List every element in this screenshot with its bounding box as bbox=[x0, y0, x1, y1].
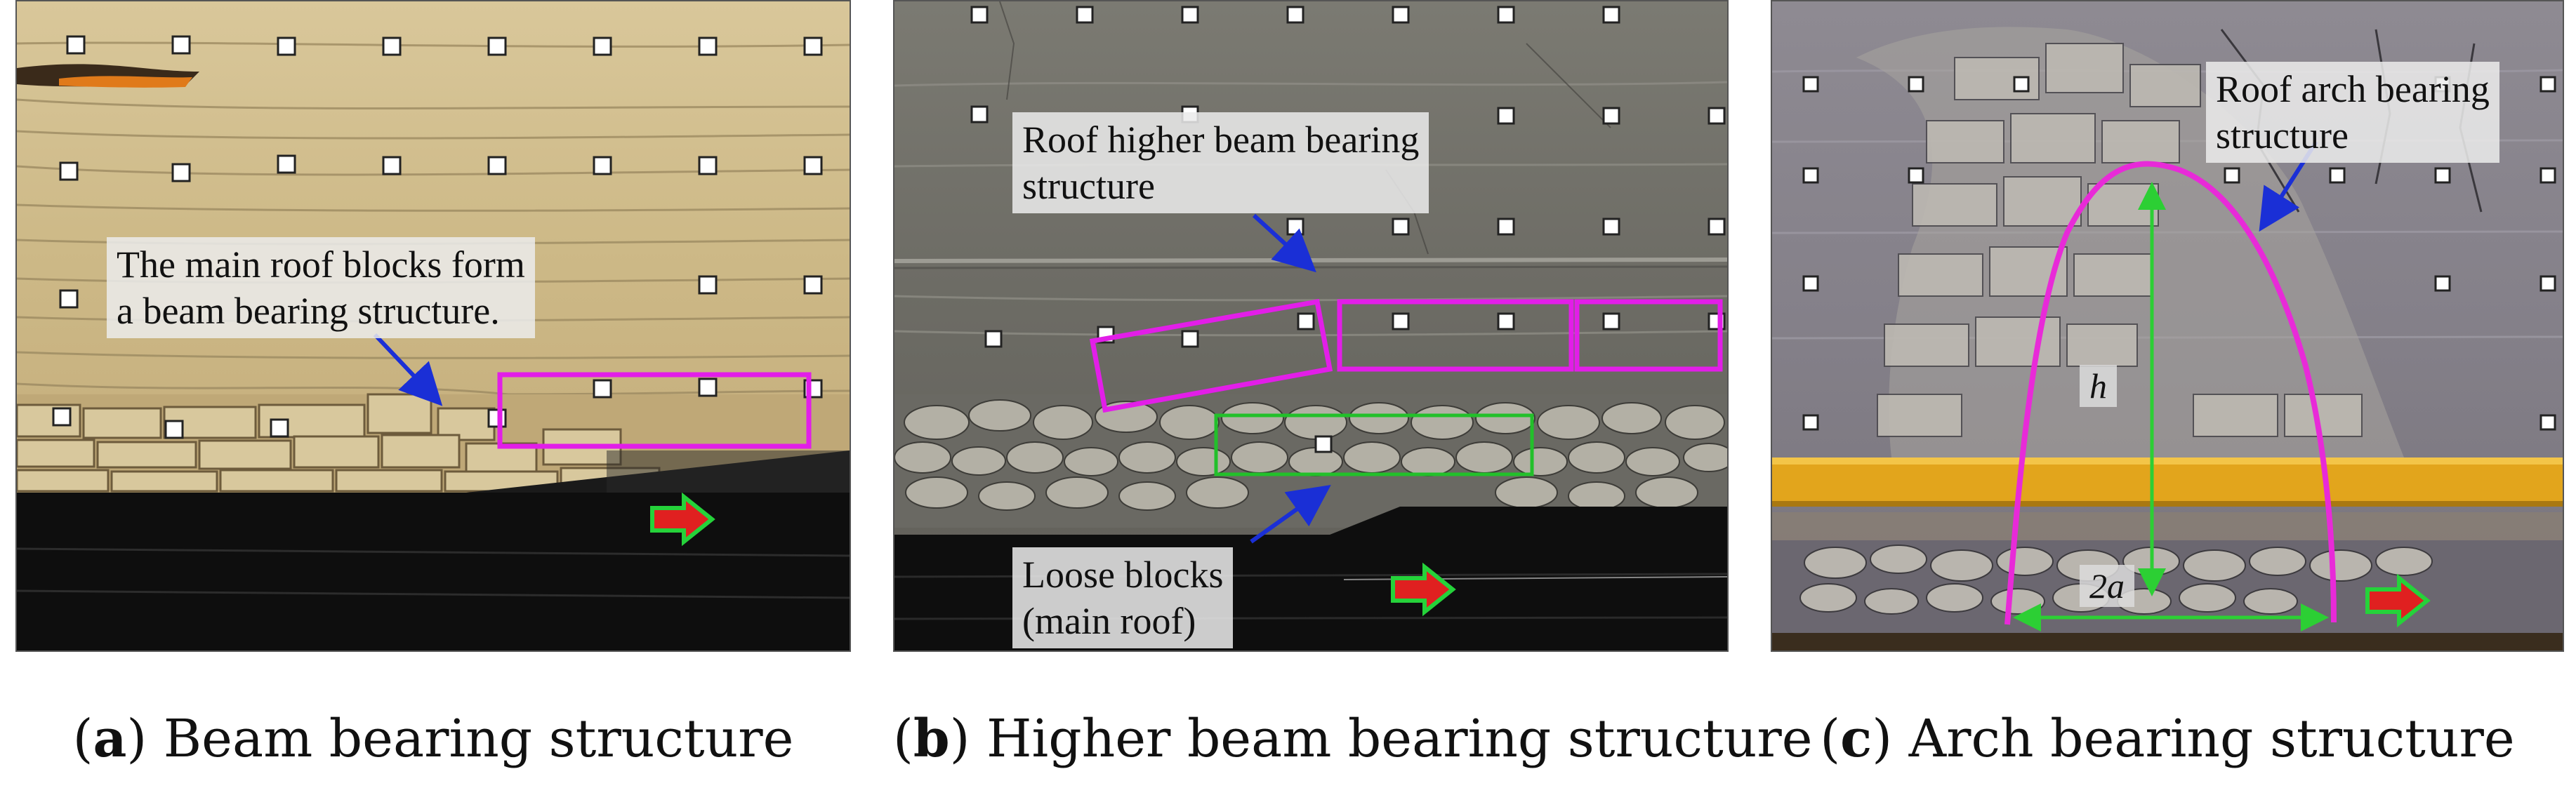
panel-b-label-top: Roof higher beam bearing structure bbox=[1012, 112, 1429, 213]
panel-b-blue-arrow-bottom bbox=[1250, 485, 1331, 544]
panel-b-blue-arrow-top bbox=[1252, 213, 1316, 273]
panel-c-photo bbox=[1771, 0, 2564, 652]
panel-b-loose-highlight bbox=[1214, 413, 1534, 476]
panel-a-label: The main roof blocks form a beam bearing… bbox=[107, 237, 535, 338]
panel-c-arch-curve bbox=[2004, 161, 2337, 625]
panel-b: Roof higher beam bearing structure Loose… bbox=[893, 0, 1813, 795]
panel-a: The main roof blocks form a beam bearing… bbox=[15, 0, 851, 795]
panel-b-caption: (b) Higher beam bearing structure bbox=[893, 709, 1813, 769]
panel-c-direction-arrow bbox=[2365, 573, 2431, 628]
panel-b-photo-svg bbox=[894, 1, 1727, 650]
panel-a-direction-arrow bbox=[650, 492, 715, 547]
panel-c-var-h: h bbox=[2080, 365, 2117, 407]
panel-a-beam-highlight bbox=[497, 372, 812, 449]
panel-b-label-bottom: Loose blocks (main roof) bbox=[1012, 547, 1234, 648]
panel-b-photo bbox=[893, 0, 1729, 652]
panel-c: Roof arch bearing structure h 2a (c) Arc… bbox=[1771, 0, 2564, 795]
panel-b-direction-arrow bbox=[1391, 562, 1456, 617]
panel-a-caption: (a) Beam bearing structure bbox=[72, 709, 794, 769]
panel-c-var-2a: 2a bbox=[2080, 565, 2134, 607]
panel-b-beam-highlights bbox=[1089, 298, 1723, 413]
panel-c-photo-svg bbox=[1772, 1, 2563, 650]
panel-a-photo bbox=[15, 0, 851, 652]
panel-c-support-beam bbox=[1772, 457, 2563, 507]
panel-a-blue-arrow bbox=[373, 333, 443, 406]
panel-a-photo-svg bbox=[17, 1, 850, 650]
panel-c-caption: (c) Arch bearing structure bbox=[1820, 709, 2515, 769]
panel-c-label: Roof arch bearing structure bbox=[2206, 62, 2499, 163]
